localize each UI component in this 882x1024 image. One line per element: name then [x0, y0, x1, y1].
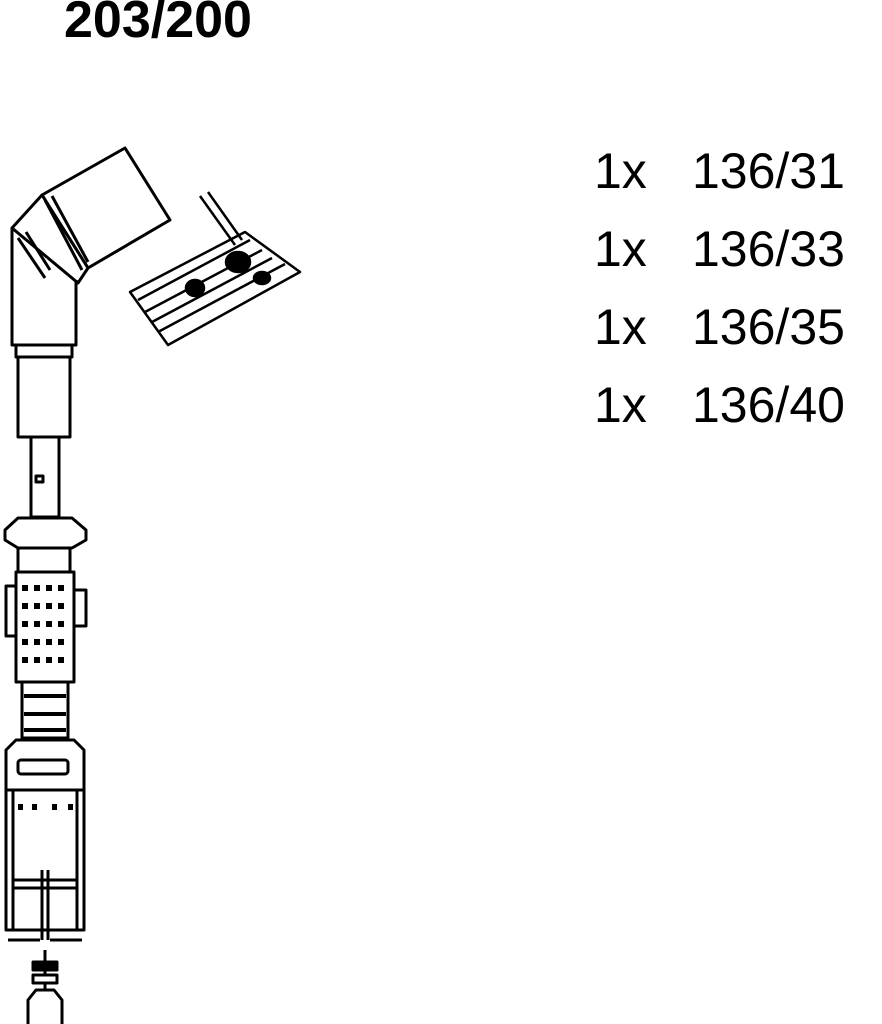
parts-list-item: 1x 136/40 [594, 380, 845, 458]
parts-list-item: 1x 136/35 [594, 302, 845, 380]
part-quantity: 1x [594, 221, 647, 277]
parts-list-item: 1x 136/33 [594, 224, 845, 302]
kit-number-title: 203/200 [64, 0, 252, 49]
parts-list-item: 1x 136/31 [594, 146, 845, 224]
boot-tube [14, 343, 74, 519]
part-code: 136/35 [692, 299, 845, 355]
angled-boot [10, 146, 172, 347]
connector-housing [4, 738, 86, 942]
part-code: 136/40 [692, 377, 845, 433]
part-quantity: 1x [594, 143, 647, 199]
retaining-clip [128, 191, 302, 347]
parts-list: 1x 136/31 1x 136/33 1x 136/35 1x 136/40 [594, 146, 845, 458]
part-code: 136/33 [692, 221, 845, 277]
part-quantity: 1x [594, 377, 647, 433]
part-quantity: 1x [594, 299, 647, 355]
terminal-pin [26, 950, 64, 1024]
cable-body [3, 516, 88, 740]
part-code: 136/31 [692, 143, 845, 199]
